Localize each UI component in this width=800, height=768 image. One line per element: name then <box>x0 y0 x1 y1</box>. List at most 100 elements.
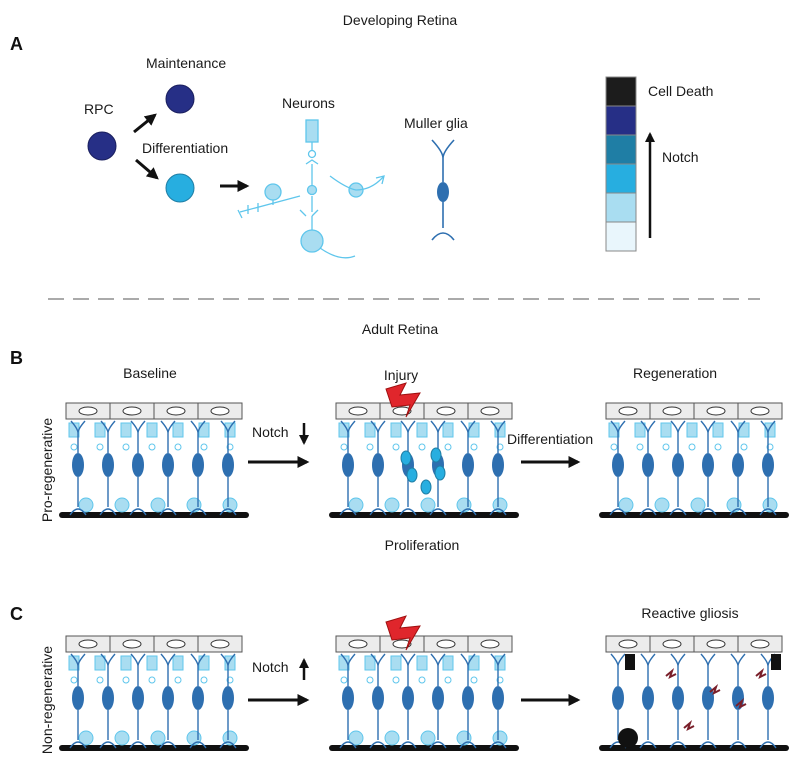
muller-glia <box>699 420 717 516</box>
muller-glia <box>339 420 357 516</box>
synapse <box>470 443 478 451</box>
ganglion-cell <box>384 497 400 513</box>
injury-label: Injury <box>384 367 418 383</box>
ganglion-cell <box>78 730 94 746</box>
synapse <box>418 676 426 684</box>
rpe-nucleus <box>750 406 770 416</box>
synapse <box>200 676 208 684</box>
differentiated-cell <box>165 173 195 203</box>
rpe-nucleus <box>78 639 98 649</box>
proliferating-cell <box>400 450 412 466</box>
muller-glia <box>339 653 357 749</box>
baseline-retina-b <box>59 402 249 518</box>
synapse <box>148 676 156 684</box>
synapse <box>636 443 644 451</box>
dead-photoreceptor <box>625 654 635 670</box>
damage-icon <box>709 683 721 695</box>
panel-b-label: B <box>10 348 23 368</box>
rpe-nucleus <box>348 406 368 416</box>
rpe-nucleus <box>706 406 726 416</box>
notch-b-label: Notch <box>252 424 289 440</box>
synapse <box>174 443 182 451</box>
synapse <box>148 443 156 451</box>
muller-glia <box>609 653 627 749</box>
synapse <box>340 443 348 451</box>
differentiation-label: Differentiation <box>142 140 228 156</box>
damage-icon <box>755 667 767 679</box>
synapse <box>496 443 504 451</box>
synapse <box>96 443 104 451</box>
rpe-nucleus <box>436 639 456 649</box>
muller-glia <box>729 420 747 516</box>
differentiation-b-label: Differentiation <box>507 431 593 447</box>
ganglion-cell <box>114 730 130 746</box>
notch-scale-label: Notch <box>662 149 699 165</box>
damage-icon <box>665 667 677 679</box>
photoreceptor <box>416 422 428 438</box>
photoreceptor <box>198 655 210 671</box>
non-regenerative-label: Non-regenerative <box>39 646 55 754</box>
ganglion-cell <box>150 497 166 513</box>
photoreceptor <box>712 422 724 438</box>
photoreceptor <box>120 655 132 671</box>
muller-glia <box>189 420 207 516</box>
maintenance-label: Maintenance <box>146 55 226 71</box>
rpe-nucleus <box>436 406 456 416</box>
rpe-nucleus <box>166 639 186 649</box>
photoreceptor <box>468 655 480 671</box>
notch-c-label: Notch <box>252 659 289 675</box>
baseline-label: Baseline <box>123 365 177 381</box>
synapse <box>70 443 78 451</box>
synapse <box>122 443 130 451</box>
rpe-nucleus <box>480 406 500 416</box>
panel-a-label: A <box>10 34 23 54</box>
muller-glia-label: Muller glia <box>404 115 468 131</box>
rpe-nucleus <box>210 639 230 649</box>
ganglion-cell <box>114 497 130 513</box>
reactive-gliosis-label: Reactive gliosis <box>641 605 738 621</box>
photoreceptor <box>416 655 428 671</box>
rpe-nucleus <box>662 639 682 649</box>
rpe-nucleus <box>166 406 186 416</box>
injury-retina-c <box>329 615 519 751</box>
photoreceptor <box>390 655 402 671</box>
muller-glia <box>369 653 387 749</box>
synapse <box>392 443 400 451</box>
rpe-nucleus <box>122 406 142 416</box>
photoreceptor <box>468 422 480 438</box>
muller-glia <box>99 420 117 516</box>
rpe-nucleus <box>78 406 98 416</box>
synapse <box>418 443 426 451</box>
muller-glia <box>669 653 687 749</box>
ganglion-cell <box>654 497 670 513</box>
rpe-nucleus <box>392 406 412 416</box>
muller-glia <box>609 420 627 516</box>
ganglion-cell <box>420 730 436 746</box>
photoreceptor <box>494 655 506 671</box>
proliferation-label: Proliferation <box>385 537 460 553</box>
regeneration-retina-b <box>599 402 789 518</box>
ganglion-cell <box>690 497 706 513</box>
photoreceptor <box>94 655 106 671</box>
photoreceptor <box>120 422 132 438</box>
muller-glia <box>459 653 477 749</box>
photoreceptor <box>764 422 776 438</box>
rpe-nucleus <box>122 639 142 649</box>
proliferating-cell <box>420 479 432 495</box>
ganglion-cell <box>150 730 166 746</box>
scale-swatch-4 <box>605 163 637 194</box>
muller-glia <box>759 420 777 516</box>
photoreceptor <box>390 422 402 438</box>
synapse <box>766 443 774 451</box>
synapse <box>688 443 696 451</box>
muller-glia <box>69 653 87 749</box>
ganglion-cell <box>618 497 634 513</box>
ganglion-cell <box>348 730 364 746</box>
scale-swatch-3 <box>605 134 637 165</box>
muller-glia <box>639 653 657 749</box>
rpe-nucleus <box>210 406 230 416</box>
differentiation-arrow <box>135 158 159 180</box>
muller-glia <box>399 653 417 749</box>
gliosis-retina-c <box>599 635 789 751</box>
proliferating-cell <box>406 467 418 483</box>
